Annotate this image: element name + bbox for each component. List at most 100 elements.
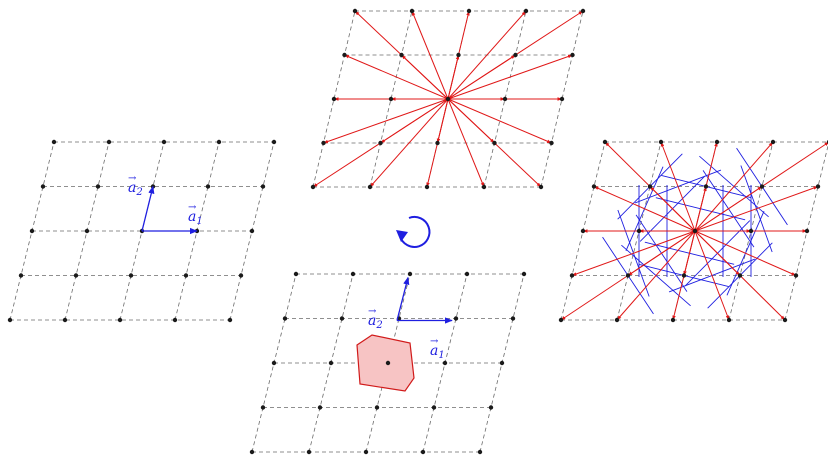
left-a2-arrowhat: → [128,173,137,184]
lattice-point [477,449,483,455]
lattice-point [18,273,24,278]
lattice-point [84,228,90,234]
grid-line [369,10,413,188]
lattice-point [374,405,380,410]
neighbor-vector [660,141,696,232]
lattice-point [306,449,312,455]
neighbor-vector [694,230,797,276]
lattice-right-bisectors [558,139,828,323]
neighbor-vector [344,54,449,100]
grid-line [312,10,356,188]
lattice-point [435,140,440,146]
lattice-point [492,140,497,146]
lattice-point [703,184,709,189]
lattice-point [399,52,404,58]
lattice-top-neighbor-vectors [310,8,586,190]
lattice-point [282,316,288,321]
lattice-point [238,273,244,278]
neighbor-vector [447,10,527,100]
lattice-point [770,139,776,145]
lattice-point [815,184,821,189]
neighbor-vector [436,98,449,144]
lattice-point [260,405,266,410]
lattice-point [488,405,494,410]
lattice-point [431,405,437,410]
lattice-point [40,184,46,189]
left-a2-label: a2 [128,180,143,198]
lattice-point [658,139,664,145]
lattice-point [183,273,189,278]
lattice-point [549,140,554,146]
lattice-point [321,140,326,146]
lattice-point [559,96,565,102]
lattice-point [7,317,13,323]
bottom-a1-arrowhat: → [430,336,439,347]
lattice-point [106,139,112,145]
grid-line [483,10,527,188]
lattice-point [161,139,167,145]
neighbor-vector [593,186,696,232]
basis-vector-a2 [141,185,155,232]
neighbor-vector [380,98,449,144]
lattice-left [7,139,277,323]
circular-arrow-icon [396,215,431,248]
lattice-point [481,184,487,190]
lattice-point [328,360,334,366]
lattice-point [331,96,337,102]
lattice-point [385,360,391,366]
lattice-point [352,8,358,14]
lattice-point [249,449,255,455]
lattice-point [424,184,430,190]
neighbor-vector [683,230,696,276]
neighbor-vector [411,10,449,100]
neighbor-vector [694,186,819,232]
basis-vector-a2 [396,276,410,321]
lattice-point [29,228,35,234]
lattice-point [521,271,527,277]
lattice-point [670,317,676,323]
lattice-point [420,449,426,455]
lattice-point [591,184,597,189]
lattice-point [681,273,687,278]
lattice-point [602,139,608,145]
lattice-point [737,273,743,278]
lattice-point [502,96,508,102]
lattice-point [378,140,383,146]
neighbor-vector [616,230,696,321]
neighbor-vector [571,230,696,276]
lattice-point [456,52,461,58]
lattice-point [793,273,799,278]
lattice-point [538,184,544,190]
lattice-bottom-wigner-seitz [249,271,527,455]
lattice-point [339,316,345,321]
lattice-point [271,139,277,145]
grid-line [540,10,584,188]
lattice-point [367,184,373,190]
lattice-point [293,271,299,277]
lattice-point [62,317,68,323]
lattice-point [363,449,369,455]
lattice-point [51,139,57,145]
lattice-point [117,317,123,323]
neighbor-vector [447,98,485,188]
neighbor-vector [369,98,449,188]
neighbor-vector [447,54,573,100]
bottom-a2-label: a2 [368,313,383,331]
bottom-a2-arrowhat: → [368,306,377,317]
lattice-point [759,184,765,189]
lattice-point [726,317,732,323]
lattice-point [466,8,472,14]
lattice-point [227,317,233,323]
lattice-point [499,360,505,366]
lattice-point [271,360,277,366]
lattice-point [625,273,631,278]
lattice-point [569,273,575,278]
neighbor-vector [447,98,495,144]
lattice-point [513,52,518,58]
lattice-point [445,96,451,102]
lattice-point [523,8,529,14]
neighbor-vector [627,230,696,276]
lattice-point [510,316,516,321]
lattice-point [95,184,101,189]
